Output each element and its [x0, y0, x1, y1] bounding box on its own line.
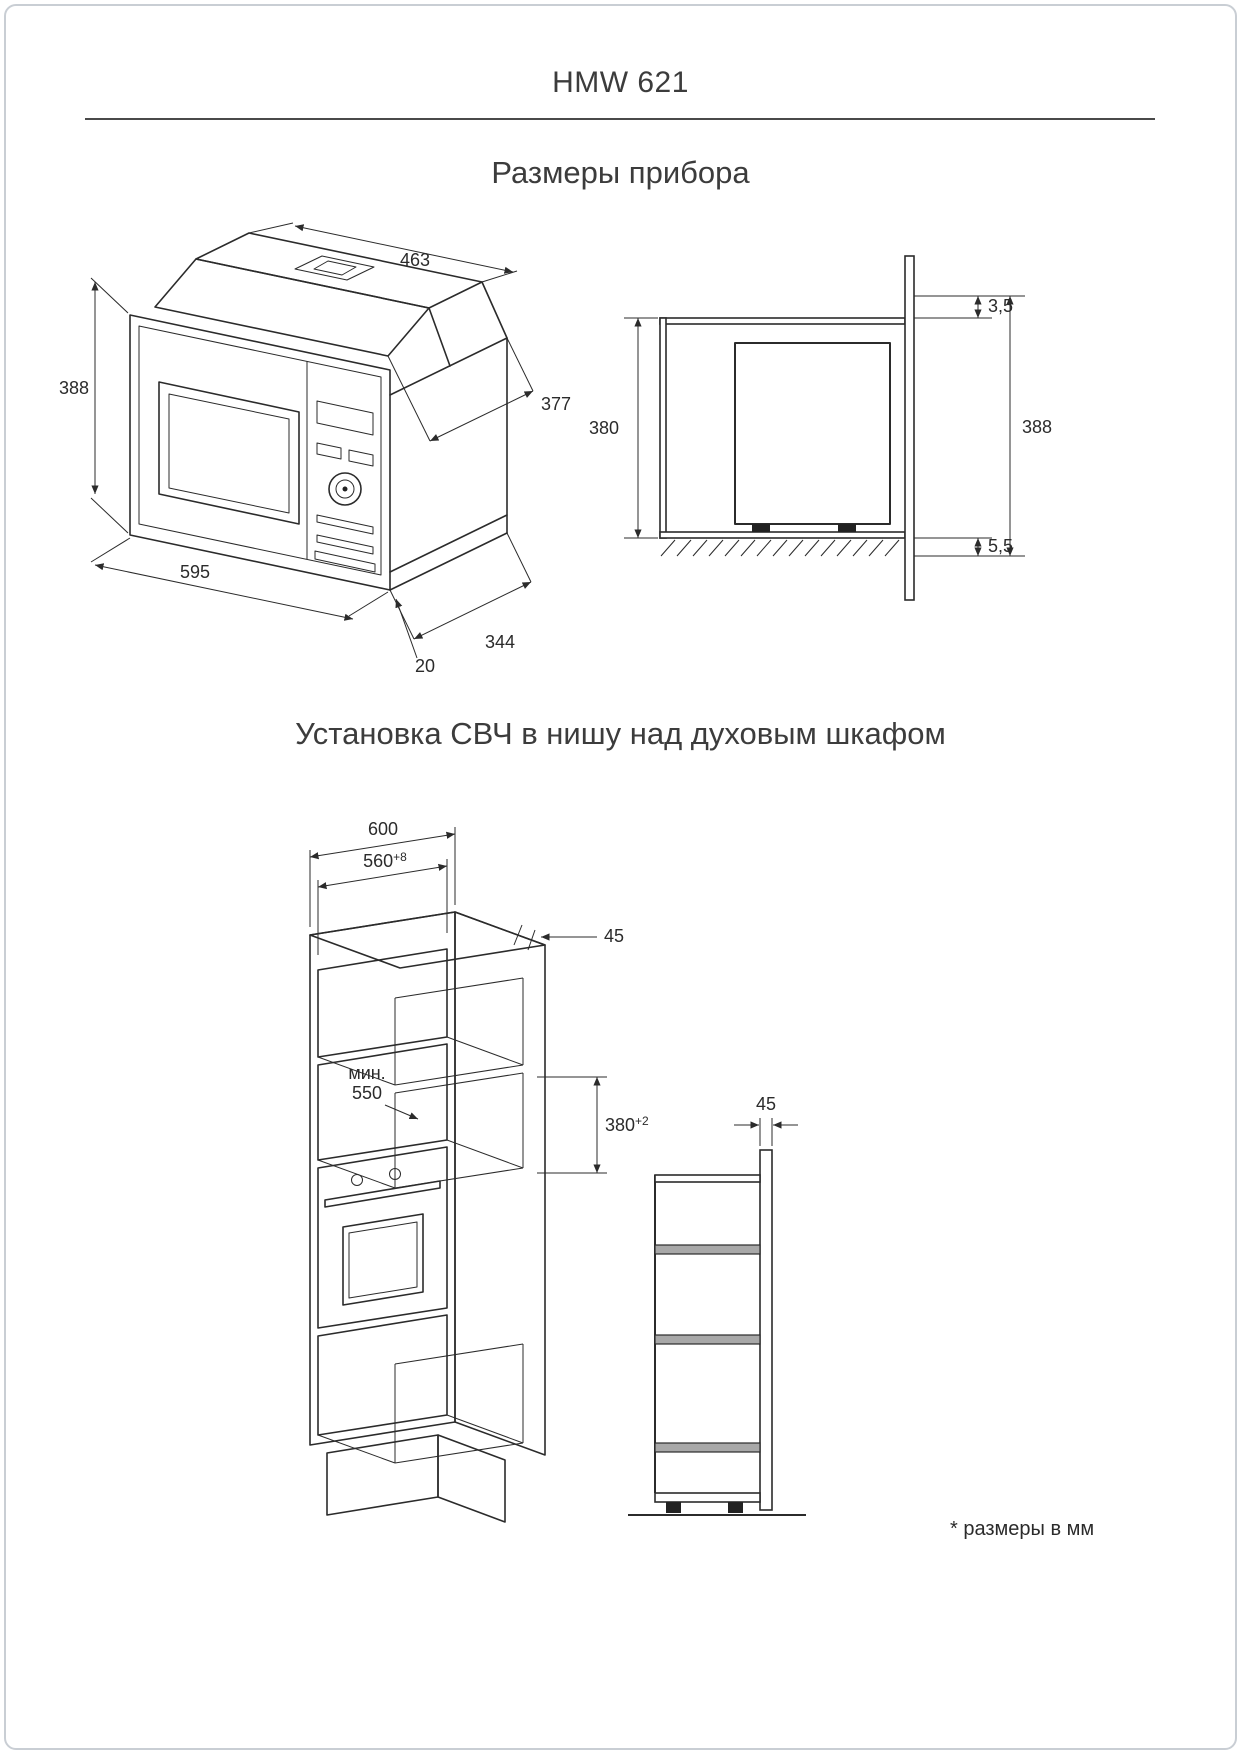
foot: [752, 524, 770, 532]
foot: [838, 524, 856, 532]
dim-label-front-height: 388: [59, 378, 89, 398]
dim-label-top-width: 463: [400, 250, 430, 270]
side-structure: [628, 1149, 806, 1516]
dim-label-inner-width: 560+8: [363, 850, 407, 871]
drawing-cabinet-side: 45: [628, 1094, 806, 1516]
dim-label-bottom-gap: 5,5: [988, 536, 1013, 556]
base: [654, 1492, 761, 1503]
dim-label-outer-width: 600: [368, 819, 398, 839]
drawing-niche-section: 3,5 5,5 380 388: [589, 255, 1052, 601]
cabinet-outline: [309, 911, 546, 1456]
section-title-installation: Установка СВЧ в нишу над духовым шкафом: [295, 716, 946, 751]
dim-label-niche-height: 380+2: [605, 1114, 649, 1135]
dim-label-bottom-depth: 344: [485, 632, 515, 652]
button: [316, 442, 342, 460]
bottom-compartment: [317, 1314, 524, 1464]
dim-label-min-depth-value: 550: [352, 1083, 382, 1103]
oven-knob: [389, 1168, 401, 1180]
dim-label-min-depth-word: мин.: [348, 1063, 385, 1083]
footnote: * размеры в мм: [950, 1518, 1095, 1540]
niche-walls: [659, 255, 915, 601]
dim-label-top-depth: 377: [541, 394, 571, 414]
dimensions: 45: [734, 1094, 798, 1146]
floor-hatching: [660, 539, 900, 557]
dimensions: 3,5 5,5 380 388: [589, 295, 1052, 557]
oven-handle: [324, 1180, 441, 1208]
microwave-door-window: [158, 381, 300, 525]
top-cover: [154, 232, 508, 367]
button: [316, 514, 374, 535]
top-panel: [654, 1174, 761, 1183]
foot: [728, 1502, 743, 1513]
section-title-dimensions: Размеры прибора: [491, 155, 750, 190]
plinth: [326, 1434, 506, 1523]
control-panel: [314, 400, 376, 573]
front-panel: [904, 255, 915, 601]
microwave-body-section: [734, 342, 891, 532]
dim-label-top-gap: 3,5: [988, 296, 1013, 316]
microwave-body: [389, 337, 508, 591]
oven: [317, 1146, 448, 1329]
foot: [666, 1502, 681, 1513]
display: [316, 400, 374, 436]
oven-knob: [351, 1174, 363, 1186]
shelf: [654, 1334, 761, 1345]
button: [316, 534, 374, 555]
drawing-cabinet-isometric: 600 560+8 45 мин. 550 380+2: [309, 819, 649, 1523]
front-panel: [759, 1149, 773, 1511]
vent: [294, 255, 375, 281]
shelf: [654, 1442, 761, 1453]
knob: [328, 472, 362, 506]
top-compartment: [317, 948, 524, 1086]
dim-label-niche-height: 380: [589, 418, 619, 438]
model-title: HMW 621: [552, 66, 689, 99]
header-rule: [85, 118, 1155, 120]
dim-label-frame-height: 388: [1022, 417, 1052, 437]
button: [348, 449, 374, 467]
button: [314, 550, 376, 573]
dim-label-bottom-offset: 20: [415, 656, 435, 676]
oven-window: [342, 1213, 424, 1306]
dim-label-panel-thickness: 45: [756, 1094, 776, 1114]
dim-label-front-width: 595: [180, 562, 210, 582]
dimensions: 388 595 463 377 344 20: [59, 222, 571, 676]
dim-label-top-panel: 45: [604, 926, 624, 946]
dimensions: 600 560+8 45 мин. 550 380+2: [309, 819, 649, 1174]
drawing-device-isometric: 388 595 463 377 344 20: [59, 222, 571, 676]
shelf: [654, 1244, 761, 1255]
